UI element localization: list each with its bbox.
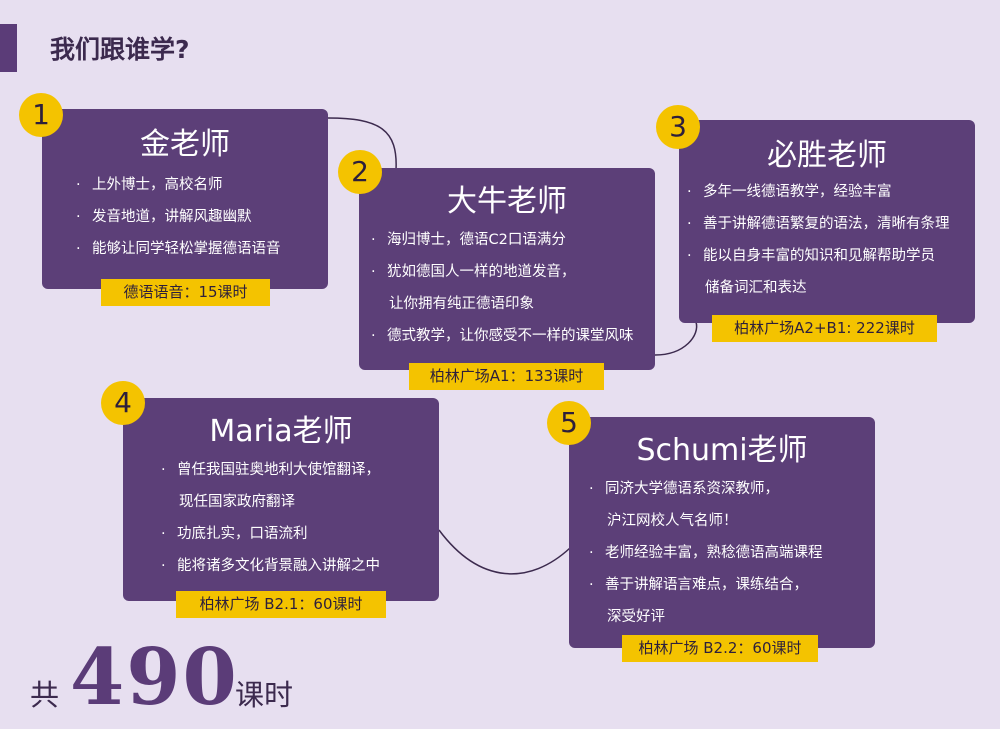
- teacher-bullet: 曾任我国驻奥地利大使馆翻译，: [161, 454, 380, 486]
- teacher-bullet: 海归博士，德语C2口语满分: [371, 224, 634, 256]
- teacher-bullet: 沪江网校人气名师！: [607, 513, 738, 529]
- teacher-bullet: 上外博士，高校名师: [76, 169, 281, 201]
- teacher-bullet: 能以自身丰富的知识和见解帮助学员: [687, 240, 950, 272]
- number-badge: 2: [338, 150, 382, 194]
- number-badge: 4: [101, 381, 145, 425]
- course-badge: 柏林广场A2+B1: 222课时: [712, 315, 937, 342]
- number-badge: 5: [547, 401, 591, 445]
- teacher-name: Schumi老师: [636, 433, 808, 468]
- teacher-name: 大牛老师: [447, 184, 567, 219]
- teacher-bullet: 功底扎实，口语流利: [161, 518, 380, 550]
- teacher-name: 金老师: [140, 127, 230, 162]
- teacher-name: 必胜老师: [767, 138, 887, 173]
- course-badge: 柏林广场A1：133课时: [409, 363, 604, 390]
- total-suffix: 课时: [235, 678, 294, 712]
- teacher-bullet: 能将诸多文化背景融入讲解之中: [161, 550, 380, 582]
- course-badge: 柏林广场 B2.1：60课时: [176, 591, 386, 618]
- total-hours-number: 490: [70, 632, 239, 723]
- course-badge: 柏林广场 B2.2：60课时: [622, 635, 818, 662]
- teacher-bullet: 老师经验丰富，熟稔德语高端课程: [589, 537, 823, 569]
- number-badge: 3: [656, 105, 700, 149]
- connector-1-2: [327, 117, 397, 171]
- number-badge: 1: [19, 93, 63, 137]
- teacher-bullet: 深受好评: [607, 609, 665, 625]
- heading-accent-bar: [0, 24, 17, 72]
- teacher-bullet: 犹如德国人一样的地道发音，: [371, 256, 634, 288]
- teacher-bullet: 善于讲解德语繁复的语法，清晰有条理: [687, 208, 950, 240]
- connector-2-3: [654, 321, 698, 356]
- page-heading: 我们跟谁学?: [50, 35, 190, 64]
- course-badge: 德语语音：15课时: [101, 279, 270, 306]
- teacher-bullet: 同济大学德语系资深教师，: [589, 473, 823, 505]
- teacher-card-5: Schumi老师 同济大学德语系资深教师， 沪江网校人气名师！ 老师经验丰富，熟…: [569, 417, 875, 648]
- teacher-card-3: 必胜老师 多年一线德语教学，经验丰富 善于讲解德语繁复的语法，清晰有条理 能以自…: [679, 120, 975, 323]
- teacher-name: Maria老师: [209, 414, 353, 449]
- teacher-bullet: 多年一线德语教学，经验丰富: [687, 176, 950, 208]
- teacher-bullet: 善于讲解语言难点，课练结合，: [589, 569, 823, 601]
- connector-4-5: [438, 529, 571, 575]
- teacher-card-1: 金老师 上外博士，高校名师 发音地道，讲解风趣幽默 能够让同学轻松掌握德语语音: [42, 109, 328, 289]
- teacher-bullet: 现任国家政府翻译: [179, 494, 295, 510]
- teacher-bullet: 发音地道，讲解风趣幽默: [76, 201, 281, 233]
- teacher-bullet: 让你拥有纯正德语印象: [389, 296, 534, 312]
- teacher-bullet: 储备词汇和表达: [705, 280, 807, 296]
- teacher-card-2: 大牛老师 海归博士，德语C2口语满分 犹如德国人一样的地道发音， 让你拥有纯正德…: [359, 168, 655, 370]
- total-prefix: 共: [30, 678, 60, 712]
- teacher-card-4: Maria老师 曾任我国驻奥地利大使馆翻译， 现任国家政府翻译 功底扎实，口语流…: [123, 398, 439, 601]
- teacher-bullet: 德式教学，让你感受不一样的课堂风味: [371, 320, 634, 352]
- teacher-bullet: 能够让同学轻松掌握德语语音: [76, 233, 281, 265]
